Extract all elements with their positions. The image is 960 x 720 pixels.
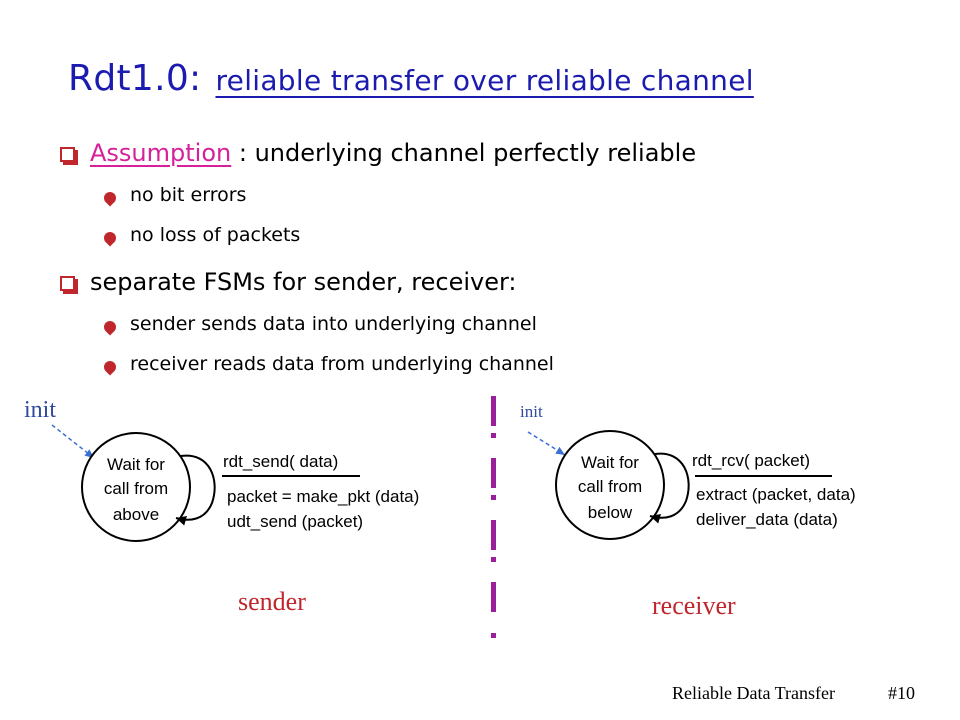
footer-title: Reliable Data Transfer <box>672 683 835 703</box>
page-title: Rdt1.0: reliable transfer over reliable c… <box>68 58 754 99</box>
fsm-divider <box>491 396 496 638</box>
sender-action: packet = make_pkt (data) <box>227 487 419 506</box>
sender-fsm: init Wait for call from above rdt_send( … <box>24 397 419 616</box>
bullet-assumption: Assumption : underlying channel perfectl… <box>90 139 696 167</box>
bullet-marker <box>60 147 78 165</box>
receiver-event: rdt_rcv( packet) <box>692 451 810 470</box>
receiver-state-circle[interactable] <box>555 430 665 540</box>
sender-state-line: call from <box>104 479 168 498</box>
bullet-separate-fsms: separate FSMs for sender, receiver: <box>90 268 517 296</box>
sub-bullet-sender: sender sends data into underlying channe… <box>130 313 537 335</box>
receiver-self-loop <box>649 452 690 524</box>
receiver-state-line: below <box>588 503 633 522</box>
sub-bullet-no-bit-errors: no bit errors <box>130 184 247 206</box>
sender-state-line: above <box>113 505 159 524</box>
sender-state-circle[interactable] <box>81 432 191 542</box>
sender-state-line: Wait for <box>107 455 165 474</box>
receiver-action: deliver_data (data) <box>696 510 838 529</box>
receiver-label: receiver <box>652 591 736 620</box>
assumption-link[interactable]: Assumption <box>90 139 232 167</box>
slide-number: #10 <box>888 683 915 703</box>
title-subtitle: reliable transfer over reliable channel <box>215 64 754 97</box>
title-main: Rdt1.0: <box>68 58 202 99</box>
assumption-text: : underlying channel perfectly reliable <box>231 139 697 167</box>
receiver-action: extract (packet, data) <box>696 485 856 504</box>
receiver-init-label: init <box>520 402 543 421</box>
sender-self-loop <box>175 454 216 526</box>
sender-event: rdt_send( data) <box>223 452 338 471</box>
sender-action: udt_send (packet) <box>227 512 363 531</box>
receiver-state-line: call from <box>578 477 642 496</box>
bullet-marker <box>60 276 78 294</box>
receiver-state-line: Wait for <box>581 453 639 472</box>
receiver-fsm: init Wait for call from below rdt_rcv( p… <box>520 402 856 620</box>
sub-bullet-receiver: receiver reads data from underlying chan… <box>130 353 554 375</box>
sub-bullet-no-loss: no loss of packets <box>130 224 301 246</box>
sender-label: sender <box>238 587 306 616</box>
sender-init-arrow <box>51 424 95 459</box>
receiver-init-arrow <box>527 431 566 456</box>
sender-init-label: init <box>24 397 56 423</box>
